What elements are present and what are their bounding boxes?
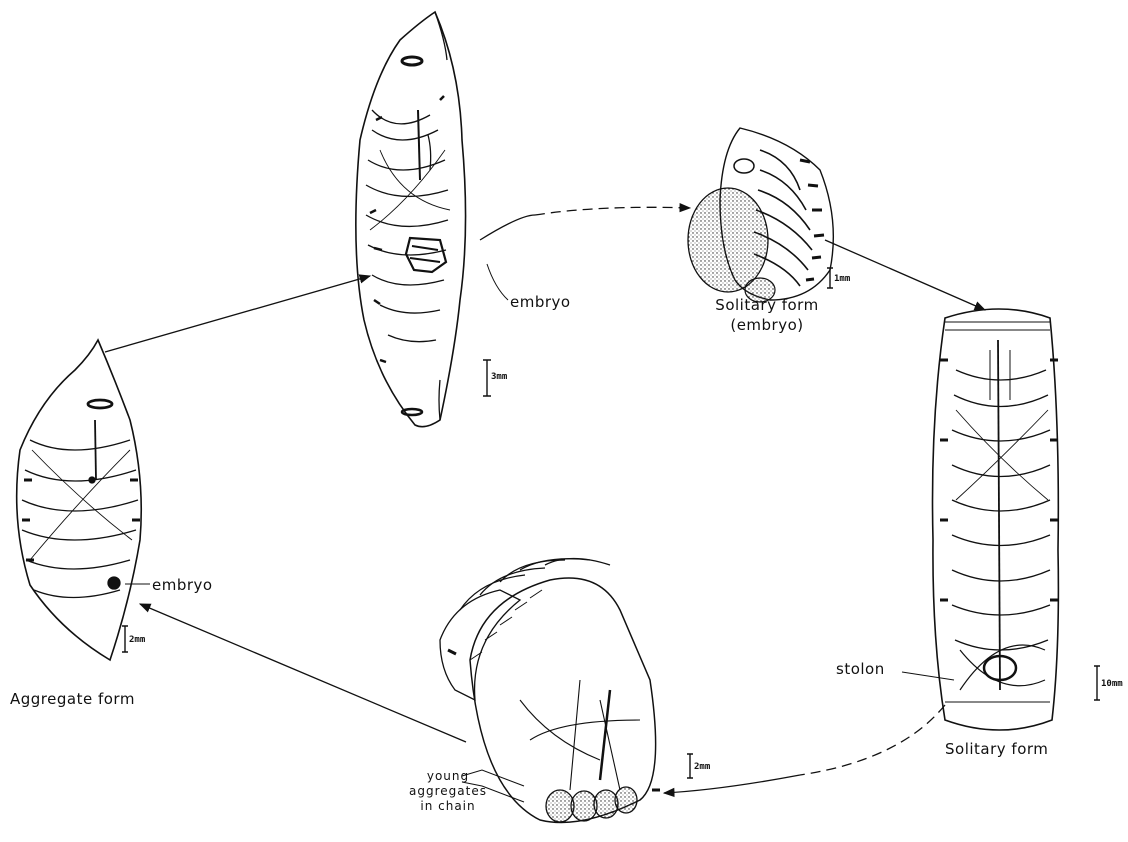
left-aggregate-drawing [17, 340, 142, 660]
embryo-label-left: embryo [152, 576, 213, 594]
scale-label-top: 3mm [491, 372, 507, 382]
young-aggregates-label: young aggregates in chain [398, 769, 498, 814]
solitary-embryo-drawing [688, 128, 833, 302]
solitary-form-drawing [933, 309, 1059, 730]
stolon-label: stolon [836, 660, 885, 678]
solitary-embryo-label-line2: (embryo) [692, 316, 842, 334]
embryo-label-top: embryo [510, 293, 571, 311]
arrow-top-to-embryo [535, 207, 690, 215]
solitary-form-label: Solitary form [945, 740, 1048, 758]
scale-label-embryo: 1mm [834, 274, 850, 284]
solitary-embryo-label: Solitary form (embryo) [692, 296, 842, 334]
arrow-solitary-to-chain [664, 775, 800, 793]
scale-label-aggregate: 2mm [129, 635, 145, 645]
arrow-chain-to-aggregate [140, 604, 466, 742]
young-label-line1: young [398, 769, 498, 784]
scale-label-solitary: 10mm [1101, 679, 1123, 689]
young-label-line2: aggregates [398, 784, 498, 799]
arrow-aggregate-to-top [105, 276, 370, 352]
scale-label-chain: 2mm [694, 762, 710, 772]
young-label-line3: in chain [398, 799, 498, 814]
aggregate-form-label: Aggregate form [10, 690, 135, 708]
solitary-embryo-label-line1: Solitary form [692, 296, 842, 314]
embryo-top-leader [487, 264, 508, 300]
top-aggregate-drawing [356, 12, 466, 427]
stolon-leader [902, 672, 954, 680]
